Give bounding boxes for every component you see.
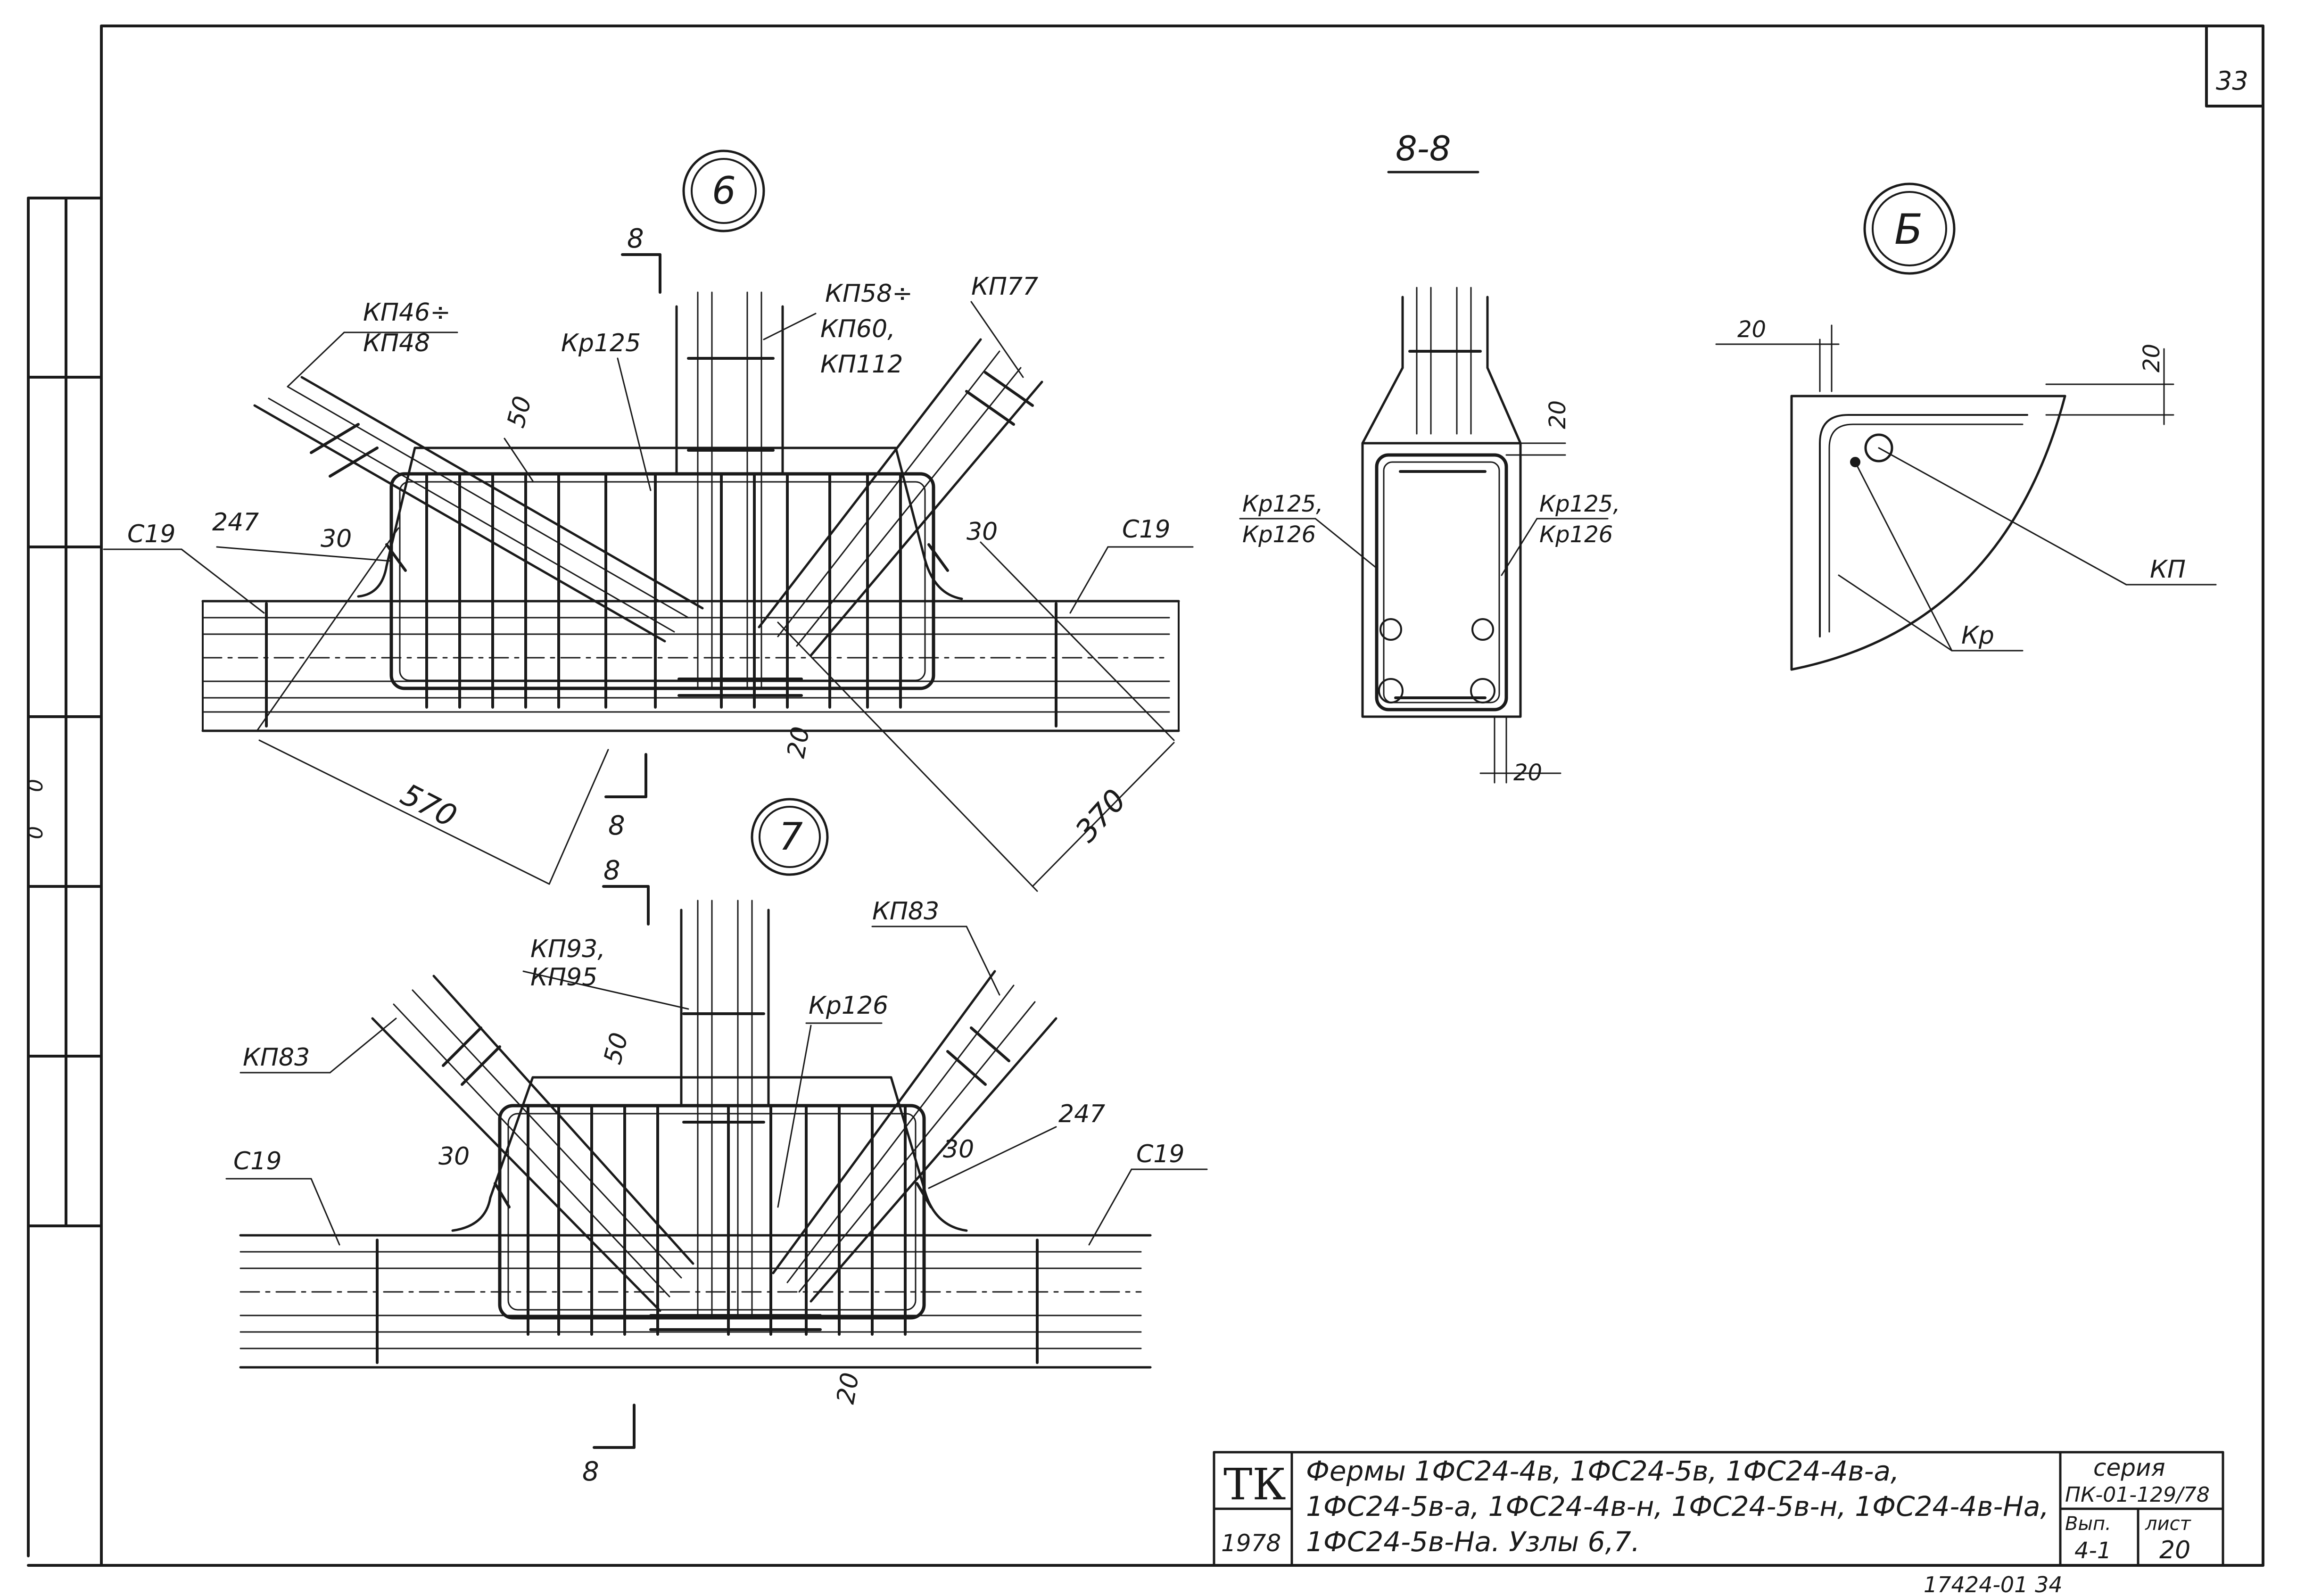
node-6-label-30-right: 30 bbox=[967, 518, 998, 546]
detail-b-dim-20-b: 20 bbox=[2139, 344, 2165, 372]
node-7-label-kr126: Кр126 bbox=[809, 992, 888, 1020]
sheet-frame bbox=[27, 25, 2264, 1567]
detail-b-drawing bbox=[1715, 182, 2217, 671]
section-8-8-kr-right-1: Кр125, bbox=[1539, 491, 1620, 517]
title-block-year: 1978 bbox=[1221, 1530, 1281, 1557]
node-7-cut-top: 8 bbox=[603, 855, 620, 886]
node-6-number: 6 bbox=[712, 169, 736, 213]
title-block-frame bbox=[1213, 1451, 2224, 1567]
node-6-label-247: 247 bbox=[212, 508, 259, 537]
node-7-cut-bottom: 8 bbox=[582, 1456, 599, 1487]
node-7-label-c19-left: С19 bbox=[233, 1147, 281, 1175]
title-block-org: ТК bbox=[1223, 1459, 1286, 1510]
title-block-series-value: ПК-01-129/78 bbox=[2065, 1483, 2210, 1507]
node-7-label-30-left: 30 bbox=[438, 1142, 470, 1171]
title-block-line-3: 1ФС24-5в-На. Узлы 6,7. bbox=[1306, 1526, 1640, 1558]
section-8-8-kr-left-1: Кр125, bbox=[1242, 491, 1323, 517]
node-6-label-50: 50 bbox=[502, 393, 537, 430]
title-block-series-label: серия bbox=[2093, 1454, 2165, 1481]
detail-b-letter: Б bbox=[1894, 205, 1923, 254]
node-7-label-kp95: КП95 bbox=[530, 963, 597, 992]
bottom-stamp: 17424-01 34 bbox=[1924, 1572, 2063, 1596]
node-7-label-kp93: КП93, bbox=[530, 935, 605, 963]
title-block-issue-label: Вып. bbox=[2065, 1513, 2111, 1535]
corner-sheet-number: 33 bbox=[2216, 66, 2248, 96]
node-6-label-kr125: Кр125 bbox=[561, 329, 641, 357]
node-6-label-kp46: КП46÷ bbox=[363, 298, 451, 327]
node-6-drawing bbox=[103, 149, 1194, 892]
node-6-label-kp77: КП77 bbox=[971, 273, 1038, 301]
section-8-8-title: 8-8 bbox=[1396, 129, 1451, 168]
node-7-label-kp83-left: КП83 bbox=[243, 1043, 310, 1072]
title-block-sheet-value: 20 bbox=[2159, 1536, 2190, 1564]
node-6-label-c19-right: С19 bbox=[1122, 515, 1170, 544]
detail-b-label-kp: КП bbox=[2150, 555, 2186, 584]
node-7-drawing bbox=[225, 798, 1208, 1449]
detail-b-dim-20-a: 20 bbox=[1737, 316, 1766, 343]
title-block-issue-value: 4-1 bbox=[2074, 1538, 2111, 1564]
detail-b-label-kr: Кр bbox=[1961, 621, 1994, 650]
node-6-label-kp60: КП60, bbox=[820, 315, 895, 343]
node-6-dim-570: 570 bbox=[395, 777, 462, 834]
margin-mark: 0 bbox=[24, 779, 48, 792]
node-7-label-c19-right: С19 bbox=[1136, 1140, 1184, 1168]
node-6-label-20: 20 bbox=[782, 725, 816, 761]
node-6-label-c19-left: С19 bbox=[127, 520, 175, 548]
node-6-label-30-left: 30 bbox=[321, 525, 352, 553]
node-6-label-kp58: КП58÷ bbox=[825, 280, 913, 308]
node-7-label-kp83-right: КП83 bbox=[872, 897, 939, 926]
section-8-8-kr-right-2: Кр126 bbox=[1539, 521, 1613, 548]
node-7-label-20: 20 bbox=[832, 1371, 865, 1406]
section-8-8-dim-20-top: 20 bbox=[1545, 400, 1571, 429]
title-block-sheet-label: лист bbox=[2145, 1513, 2192, 1535]
node-7-number: 7 bbox=[779, 815, 803, 859]
section-8-8-kr-left-2: Кр126 bbox=[1242, 521, 1316, 548]
node-7-label-247: 247 bbox=[1058, 1100, 1105, 1128]
margin-mark: 0 bbox=[24, 826, 48, 839]
node-6-label-kp48: КП48 bbox=[363, 329, 430, 357]
node-6-label-kp112: КП112 bbox=[820, 350, 903, 379]
node-6-cut-top: 8 bbox=[627, 223, 644, 254]
node-7-label-30-right: 30 bbox=[943, 1135, 974, 1164]
node-7-label-50: 50 bbox=[599, 1030, 634, 1067]
section-8-8-dim-20-bottom: 20 bbox=[1513, 760, 1542, 786]
title-block-line-2: 1ФС24-5в-а, 1ФС24-4в-н, 1ФС24-5в-н, 1ФС2… bbox=[1306, 1490, 2049, 1522]
section-8-8-drawing bbox=[1239, 171, 1609, 784]
node-6-cut-bottom: 8 bbox=[608, 810, 625, 841]
title-block-line-1: Фермы 1ФС24-4в, 1ФС24-5в, 1ФС24-4в-а, bbox=[1306, 1455, 1900, 1487]
